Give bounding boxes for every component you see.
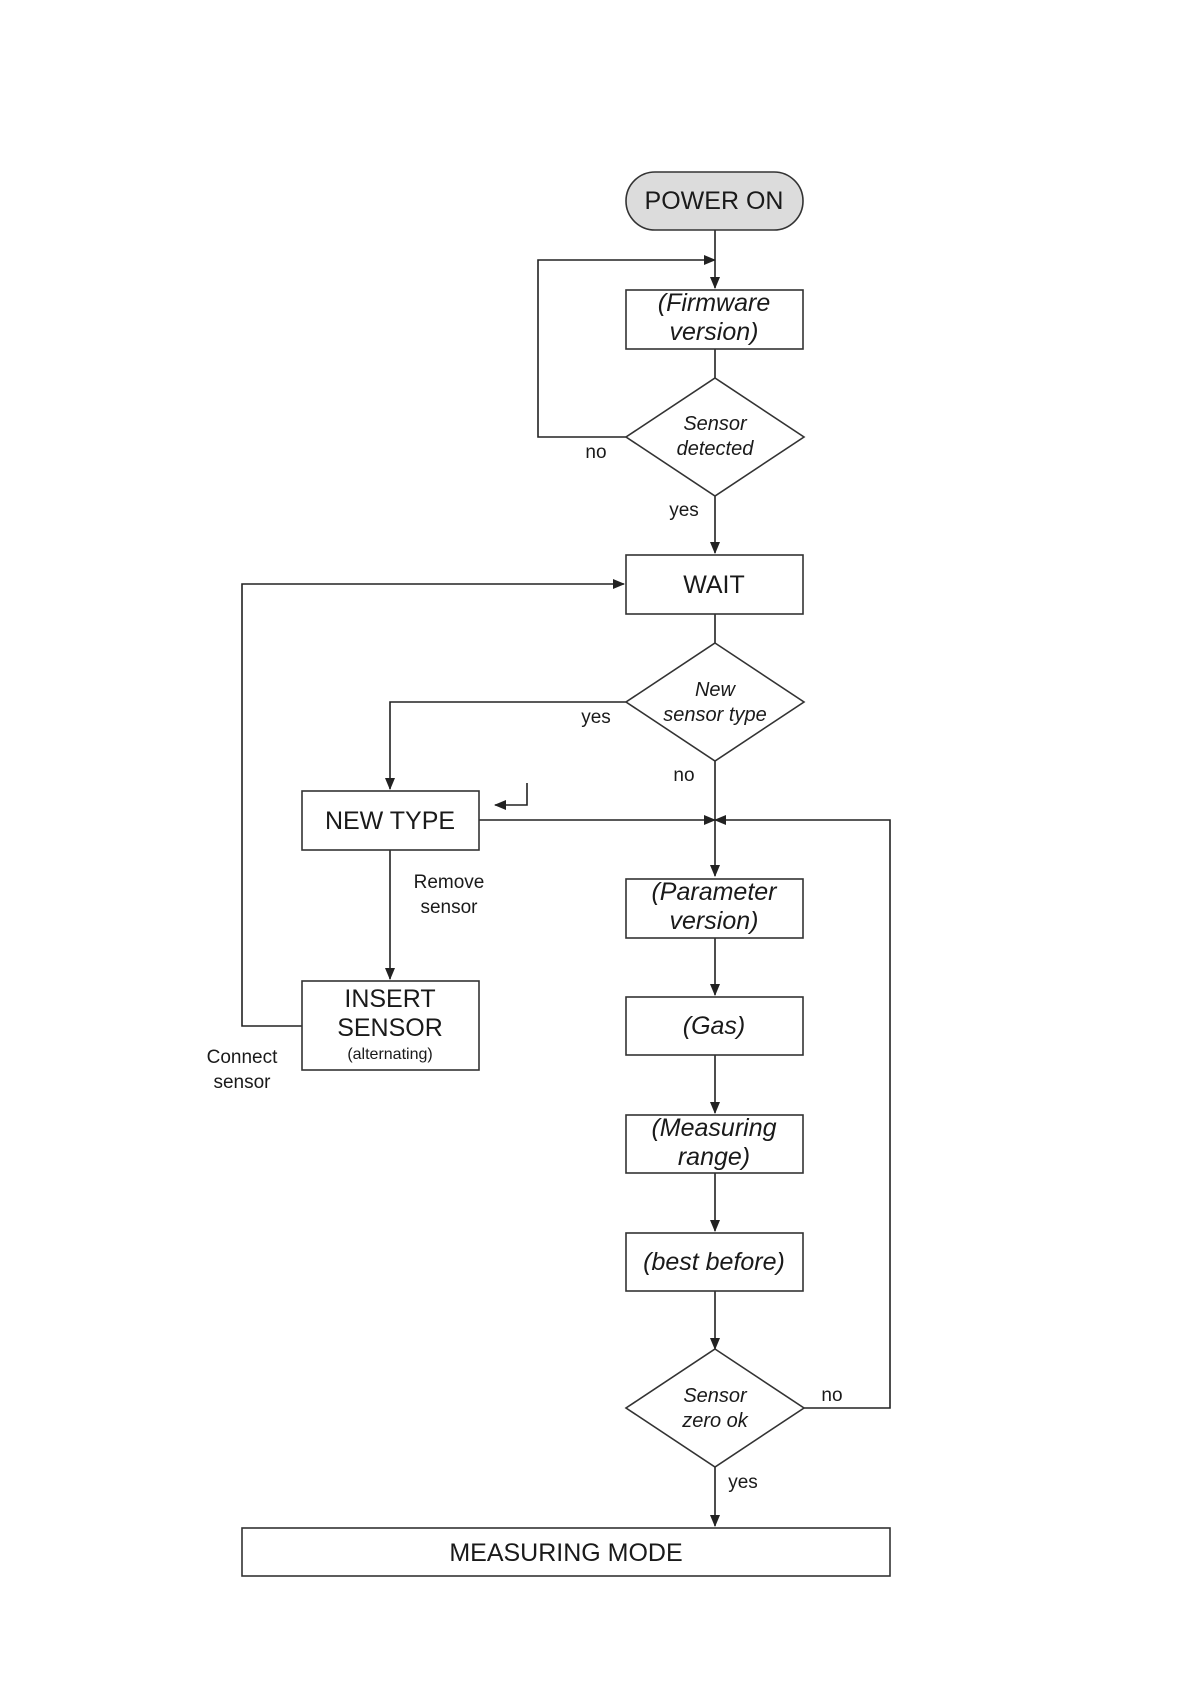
insert-sensor-line2: SENSOR [337, 1014, 443, 1042]
new-sensor-type-line2: sensor type [663, 704, 766, 726]
label-newsensor-yes: yes [581, 707, 611, 728]
best-before-label: (best before) [643, 1248, 785, 1276]
connect-sensor-line1: Connect [207, 1047, 278, 1068]
new-sensor-type-line1: New [695, 679, 737, 701]
parameter-line2: version) [670, 907, 759, 935]
measuring-mode-node: MEASURING MODE [242, 1528, 890, 1576]
sensor-detected-line1: Sensor [683, 413, 748, 435]
label-detected-yes: yes [669, 500, 699, 521]
parameter-version-node: (Parameter version) [626, 878, 803, 938]
new-type-node: NEW TYPE [302, 791, 479, 850]
firmware-label-line1: (Firmware [658, 289, 771, 317]
measuring-mode-label: MEASURING MODE [449, 1539, 682, 1567]
firmware-label-line2: version) [670, 318, 759, 346]
measuring-range-line1: (Measuring [651, 1114, 776, 1142]
sensor-zero-decision: Sensor zero ok [626, 1349, 804, 1467]
wait-node: WAIT [626, 555, 803, 614]
power-on-node: POWER ON [626, 172, 803, 230]
remove-sensor-line1: Remove [414, 872, 485, 893]
new-sensor-type-decision: New sensor type [626, 643, 804, 761]
sensor-detected-line2: detected [677, 438, 755, 460]
sensor-detected-decision: Sensor detected [626, 378, 804, 496]
power-on-label: POWER ON [645, 187, 784, 215]
connectors [242, 230, 890, 1526]
sensor-zero-line2: zero ok [681, 1410, 749, 1432]
parameter-line1: (Parameter [651, 878, 778, 906]
best-before-node: (best before) [626, 1233, 803, 1291]
insert-sensor-line1: INSERT [344, 985, 435, 1013]
gas-node: (Gas) [626, 997, 803, 1055]
new-type-label: NEW TYPE [325, 807, 455, 835]
enter-key-icon [495, 783, 527, 805]
firmware-version-node: (Firmware version) [626, 289, 803, 349]
label-zero-yes: yes [728, 1472, 758, 1493]
measuring-range-node: (Measuring range) [626, 1114, 803, 1173]
wait-label: WAIT [683, 571, 745, 599]
remove-sensor-line2: sensor [420, 897, 478, 918]
measuring-range-line2: range) [678, 1143, 750, 1171]
sensor-zero-line1: Sensor [683, 1385, 748, 1407]
label-newsensor-no: no [673, 765, 694, 786]
label-zero-no: no [821, 1385, 842, 1406]
label-detected-no: no [585, 442, 606, 463]
insert-sensor-node: INSERT SENSOR (alternating) [302, 981, 479, 1070]
insert-sensor-line3: (alternating) [347, 1046, 432, 1063]
connect-sensor-line2: sensor [213, 1072, 271, 1093]
gas-label: (Gas) [683, 1012, 746, 1040]
